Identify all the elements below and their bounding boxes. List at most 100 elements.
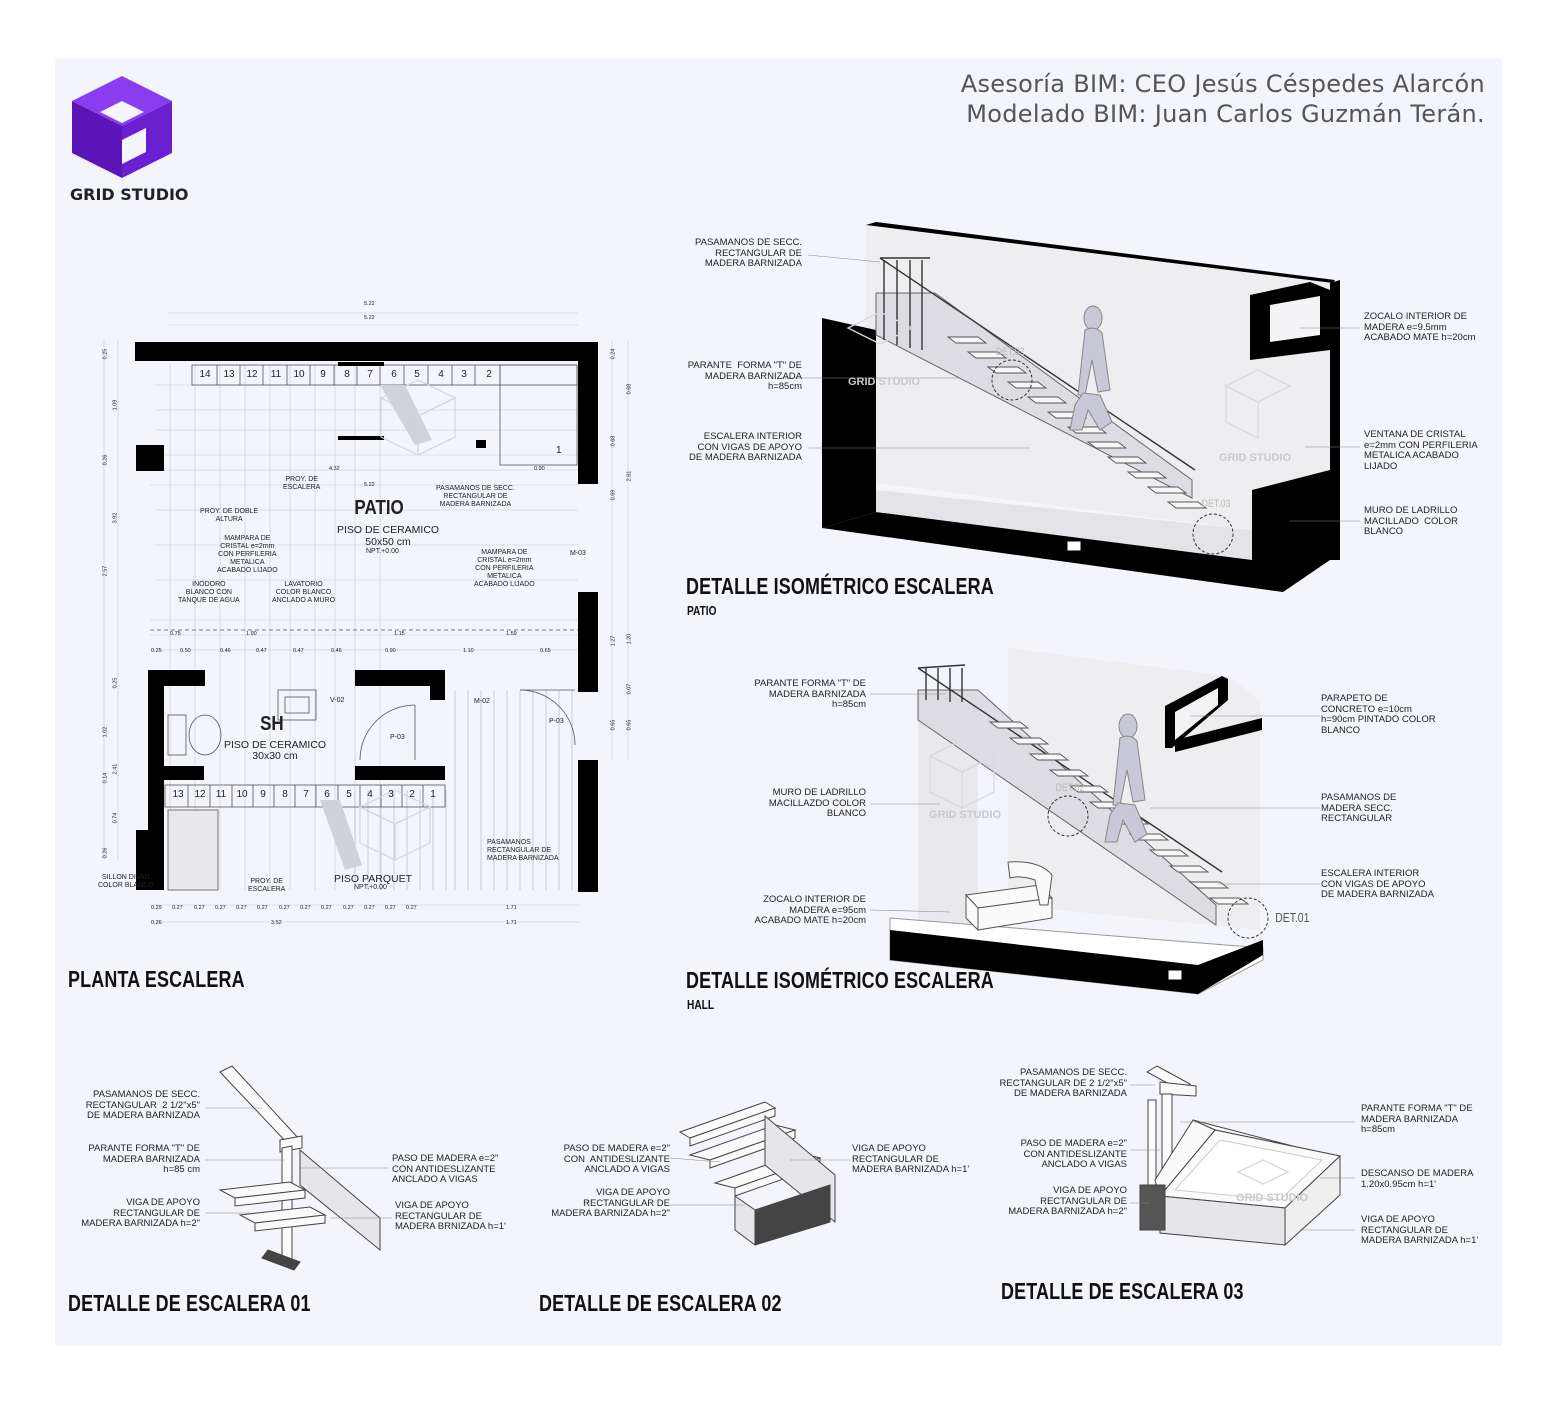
dimension-label: 1.02 <box>102 726 109 738</box>
label-lavatorio: LAVATORIO COLOR BLANCO ANCLADO A MURO <box>272 581 336 604</box>
dimension-label: 0.07 <box>626 683 633 695</box>
stair-number-top: 10 <box>293 369 305 380</box>
d03-watermark: GRID STUDIO <box>1236 1192 1309 1204</box>
stair-number-bottom: 12 <box>194 789 206 800</box>
dimension-label: 0.65 <box>540 648 551 654</box>
stair-number-top: 9 <box>320 369 326 380</box>
stair-number-bottom: 2 <box>409 789 415 800</box>
note-patio-parante: PARANTE FORMA "T" DE MADERA BARNIZADA h=… <box>687 360 802 392</box>
title-detalle-02: DETALLE DE ESCALERA 02 <box>539 1290 782 1316</box>
dimension-label: 3.92 <box>112 512 119 524</box>
stair-number-bottom: 7 <box>303 789 309 800</box>
stair-number-bottom: 11 <box>215 789 227 800</box>
dimension-label: 0.27 <box>364 905 375 911</box>
room-floor-patio: PISO DE CERAMICO 50x50 cm <box>337 524 440 548</box>
label-mampara-right: MAMPARA DE CRISTAL e=2mm CON PERFILERIA … <box>474 549 535 588</box>
dimension-label: 5.22 <box>364 301 375 307</box>
dimension-label: 0.27 <box>257 905 268 911</box>
dimension-label: 0.90 <box>385 648 396 654</box>
dimension-label: 0.46 <box>220 648 231 654</box>
dimension-label: 1.10 <box>463 648 474 654</box>
dimension-label: 0.27 <box>215 905 226 911</box>
dimension-label: 0.65 <box>626 719 633 731</box>
note-hall-parante: PARANTE FORMA "T" DE MADERA BARNIZADA h=… <box>754 678 866 710</box>
stair-number-bottom: 4 <box>367 789 373 800</box>
credit-asesoria: Asesoría BIM: CEO Jesús Céspedes Alarcón <box>960 70 1485 98</box>
stair-number-top: 13 <box>223 369 235 380</box>
dimension-label: 0.68 <box>626 383 633 395</box>
dimension-label: 0.29 <box>151 905 162 911</box>
dimension-label: 0.75 <box>170 631 181 637</box>
note-patio-pasamanos: PASAMANOS DE SECC. RECTANGULAR DE MADERA… <box>695 237 802 269</box>
stair-number-top: 8 <box>344 369 350 380</box>
dimension-label: 1.59 <box>506 631 517 637</box>
label-proy-escalera-bottom: PROY. DE ESCALERA <box>248 878 286 893</box>
dimension-label: 1.90 <box>246 631 257 637</box>
dimension-label: 1.71 <box>506 905 517 911</box>
stair-number-bottom: 10 <box>236 789 248 800</box>
note-hall-muro: MURO DE LADRILLO MACILLAZDO COLOR BLANCO <box>768 787 866 819</box>
stair-number-top: 4 <box>438 369 444 380</box>
stair-number-top: 2 <box>486 369 492 380</box>
iso-patio-det-a: DET.02 <box>995 346 1025 358</box>
label-m02: M-02 <box>474 698 490 705</box>
iso-hall-det-b: DET.01 <box>1275 910 1310 925</box>
note-d01-parante: PARANTE FORMA "T" DE MADERA BARNIZADA h=… <box>88 1143 200 1175</box>
stair-number-top: 14 <box>199 369 211 380</box>
dimension-label: 1.20 <box>626 633 633 645</box>
note-d01-viga-right: VIGA DE APOYO RECTANGULAR DE MADERA BRNI… <box>395 1200 506 1232</box>
dimension-label: 2.41 <box>112 763 119 775</box>
level-hall: NPT.+0.00 <box>354 884 387 891</box>
dimension-label: 0.68 <box>610 435 617 447</box>
stair-number-top: 3 <box>461 369 467 380</box>
dimension-label: 0.25 <box>102 348 109 360</box>
stair-number-bottom: 3 <box>388 789 394 800</box>
note-d03-viga-left: VIGA DE APOYO RECTANGULAR DE MADERA BARN… <box>1008 1185 1127 1217</box>
iso-patio-det-b: DET.03 <box>1201 498 1231 510</box>
stair-number-1: 1 <box>556 445 562 456</box>
dimension-label: 0.24 <box>610 348 617 360</box>
note-patio-zocalo: ZOCALO INTERIOR DE MADERA e=9.5mm ACABAD… <box>1364 311 1476 343</box>
dimension-label: 0.14 <box>102 772 109 784</box>
iso-patio-watermark-2: GRID STUDIO <box>1219 452 1292 464</box>
dimension-label: 3.52 <box>271 920 282 926</box>
dimension-label: 0.26 <box>102 847 109 859</box>
subtitle-iso-hall: HALL <box>687 997 715 1012</box>
title-planta-escalera: PLANTA ESCALERA <box>68 966 245 992</box>
stair-number-top: 7 <box>367 369 373 380</box>
dimension-label: 2.57 <box>102 565 109 577</box>
dimension-label: 0.27 <box>300 905 311 911</box>
dimension-label: 0.27 <box>321 905 332 911</box>
dimension-label: 0.65 <box>610 719 617 731</box>
note-patio-ventana: VENTANA DE CRISTAL e=2mm CON PERFILERIA … <box>1364 429 1478 472</box>
note-d02-viga-right: VIGA DE APOYO RECTANGULAR DE MADERA BARN… <box>852 1143 970 1175</box>
note-patio-muro: MURO DE LADRILLO MACILLADO COLOR BLANCO <box>1364 505 1458 537</box>
stair-number-bottom: 5 <box>346 789 352 800</box>
label-proy-doble-altura: PROY. DE DOBLE ALTURA <box>200 508 259 523</box>
dimension-label: 5.22 <box>364 315 375 321</box>
label-p03a: P-03 <box>390 734 405 741</box>
dimension-label: 0.47 <box>293 648 304 654</box>
label-proy-escalera-top: PROY. DE ESCALERA <box>283 476 321 491</box>
label-pasamanos-bottom: PASAMANOS RECTANGULAR DE MADERA BARNIZAD… <box>487 839 559 862</box>
title-detalle-01: DETALLE DE ESCALERA 01 <box>68 1290 311 1316</box>
stair-number-top: 6 <box>391 369 397 380</box>
label-sillon: SILLON DIVAN COLOR BLANCO <box>98 874 154 889</box>
dimension-label: 0.90 <box>534 466 545 472</box>
brand-name: GRID STUDIO <box>70 185 189 204</box>
note-d01-pasamanos: PASAMANOS DE SECC. RECTANGULAR 2 1/2"x5"… <box>85 1089 200 1121</box>
room-floor-hall: PISO PARQUET <box>334 873 412 885</box>
label-v02: V-02 <box>330 697 345 704</box>
note-patio-escalera: ESCALERA INTERIOR CON VIGAS DE APOYO DE … <box>689 431 802 463</box>
label-pasamanos-top: PASAMANOS DE SECC. RECTANGULAR DE MADERA… <box>436 485 515 508</box>
note-d02-paso: PASO DE MADERA e=2" CON ANTIDESLIZANTE A… <box>563 1143 670 1175</box>
dimension-label: 2.61 <box>626 470 633 482</box>
dimension-label: 1.27 <box>610 635 617 647</box>
note-hall-escalera: ESCALERA INTERIOR CON VIGAS DE APOYO DE … <box>1321 868 1434 900</box>
room-floor-sh: PISO DE CERAMICO 30x30 cm <box>224 739 327 762</box>
dimension-label: 0.27 <box>236 905 247 911</box>
dimension-label: 0.27 <box>406 905 417 911</box>
dimension-label: 0.27 <box>194 905 205 911</box>
dimension-label: 1.15 <box>394 631 405 637</box>
stair-number-top: 11 <box>270 369 282 380</box>
